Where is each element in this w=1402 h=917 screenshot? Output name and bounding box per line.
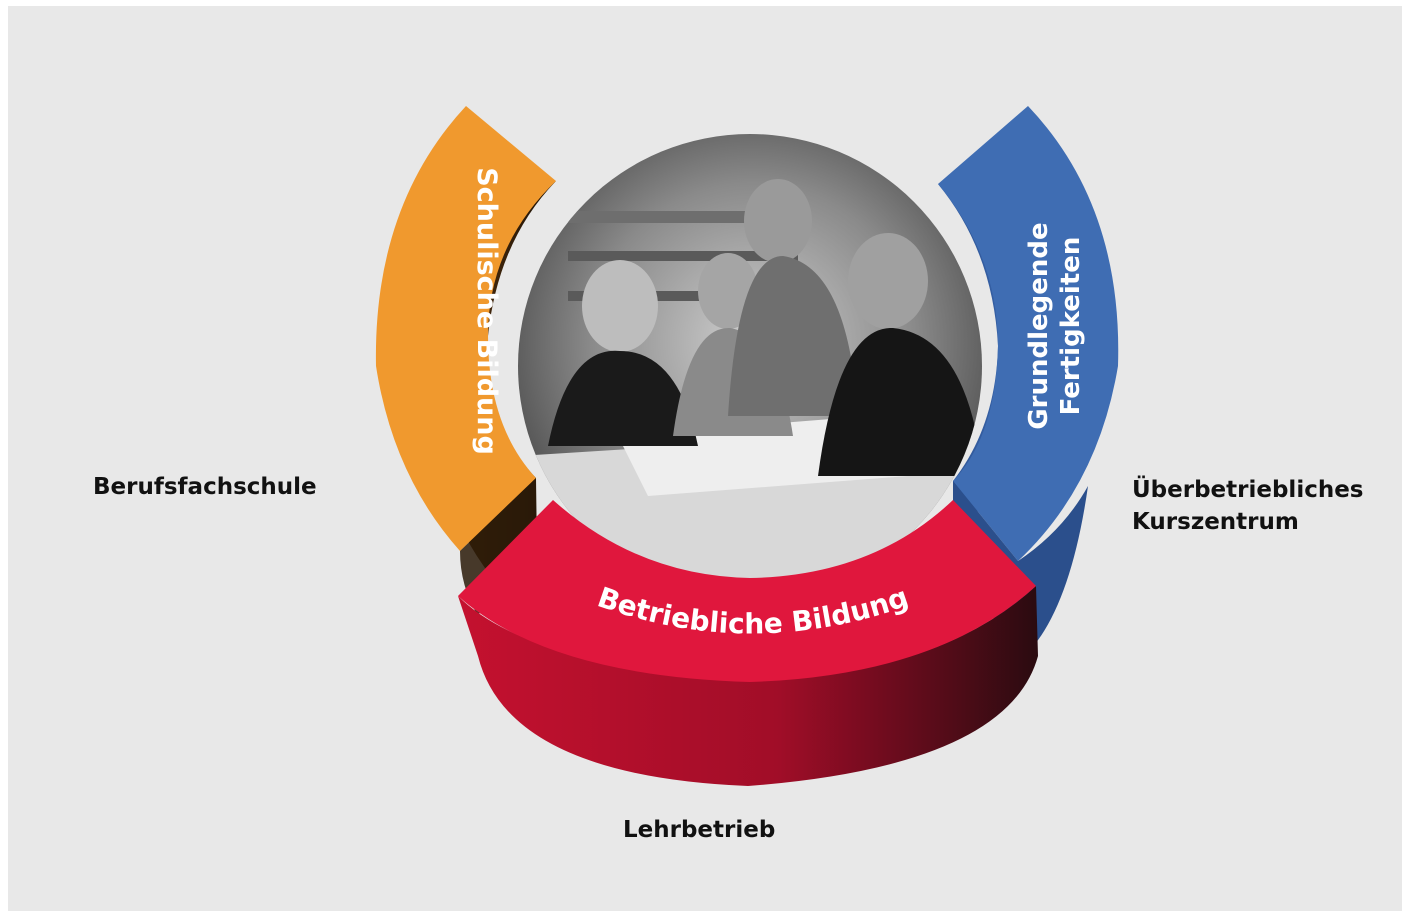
label-line: Lehrbetrieb — [623, 817, 776, 843]
label-lehrbetrieb: Lehrbetrieb — [623, 814, 775, 846]
red-segment — [458, 500, 1036, 682]
red-segment-depth — [458, 586, 1038, 786]
education-diagram: Schulische Bildung GrundlegendeFertigkei… — [375, 106, 1119, 786]
group-photo — [518, 134, 982, 598]
label-line: Berufsfachschule — [93, 474, 317, 500]
label-line: Überbetriebliches — [1132, 477, 1364, 503]
blue-segment — [938, 106, 1119, 561]
diagram-canvas: Schulische Bildung GrundlegendeFertigkei… — [8, 6, 1402, 911]
segment-label-line: Fertigkeiten — [1056, 237, 1086, 416]
segment-label-line: Grundlegende — [1024, 222, 1054, 429]
segment-label-orange: Schulische Bildung — [471, 167, 502, 455]
orange-segment — [375, 106, 556, 551]
label-berufsfachschule: Berufsfachschule — [93, 471, 317, 503]
segment-label-blue: GrundlegendeFertigkeiten — [1024, 222, 1086, 429]
label-line: Kurszentrum — [1132, 509, 1299, 535]
label-kurszentrum: Überbetriebliches Kurszentrum — [1132, 474, 1364, 538]
